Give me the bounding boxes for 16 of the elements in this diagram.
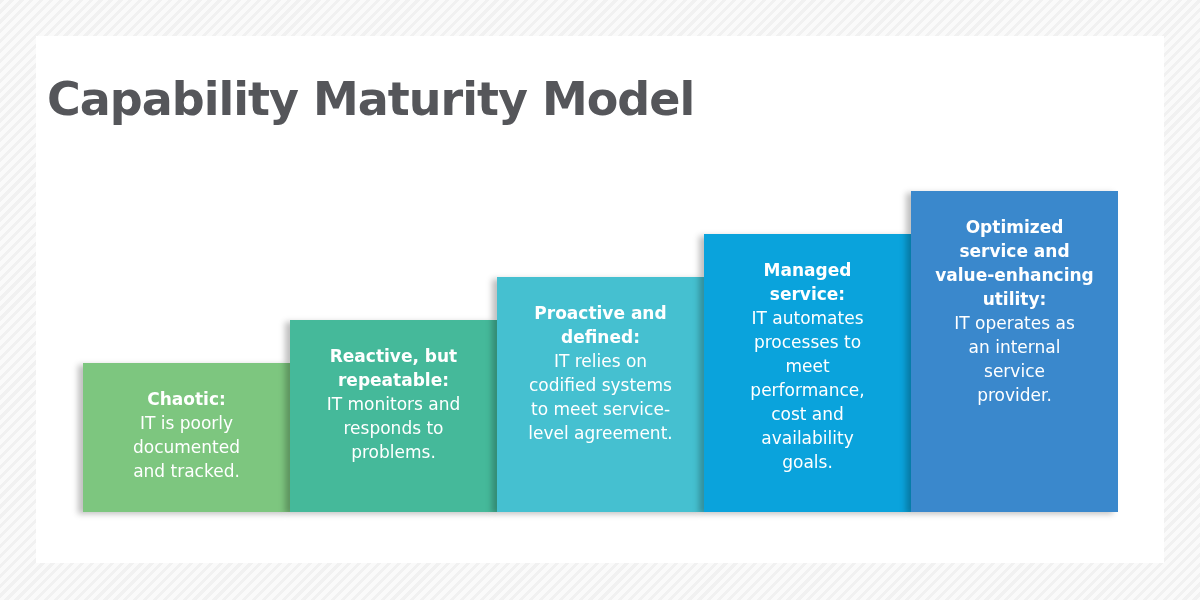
step-box — [290, 320, 497, 512]
step-box — [911, 191, 1118, 512]
step-description: IT relies on codified systems to meet service-level agreement. — [527, 350, 674, 445]
step-description: IT monitors and responds to problems. — [325, 393, 462, 464]
step-box — [83, 363, 290, 512]
step-heading: Managed service: — [762, 259, 853, 306]
title: Capability Maturity Model — [47, 72, 695, 126]
step-box — [704, 234, 911, 512]
step-heading: Chaotic: — [146, 388, 227, 411]
step-description: IT operates as an internal service provider. — [953, 312, 1076, 407]
step-box — [497, 277, 704, 512]
step-heading: Reactive, but repeatable: — [328, 345, 459, 392]
step-heading: Proactive and defined: — [533, 302, 668, 349]
step-heading: Optimized service and value-enhancing utility: — [934, 216, 1095, 311]
step-description: IT automates processes to meet performance, cost and availability goals. — [749, 307, 866, 474]
step-description: IT is poorly documented and tracked. — [132, 412, 241, 483]
